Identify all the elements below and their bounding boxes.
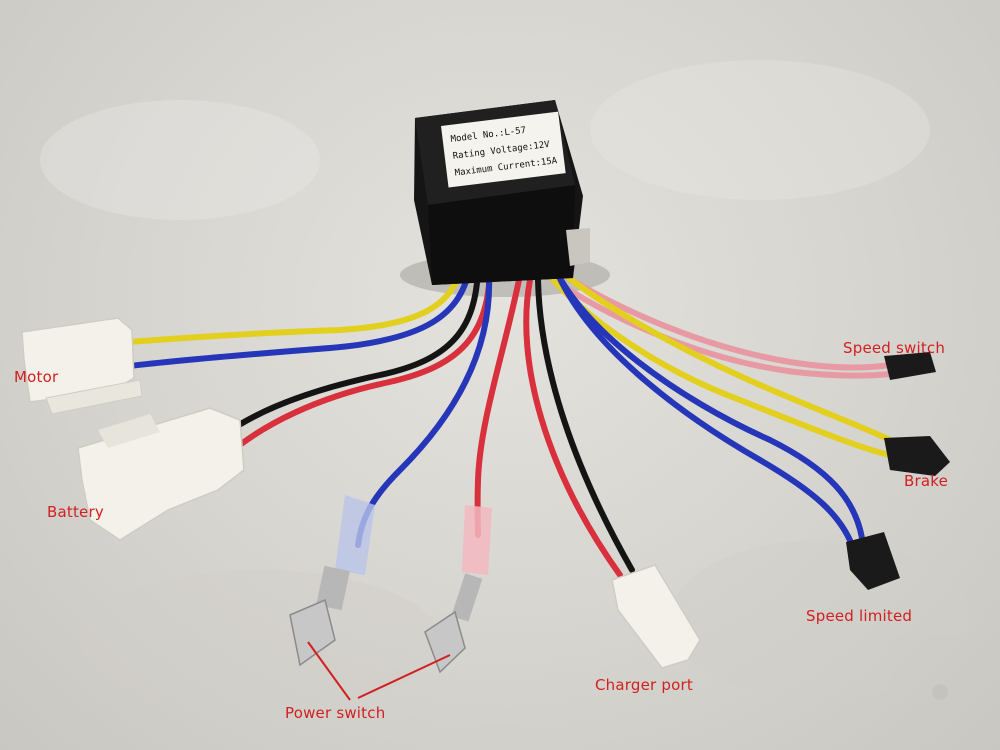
floor-texture — [40, 60, 970, 710]
motor-wire-blue — [127, 262, 473, 369]
wire-bundle — [125, 255, 893, 578]
speed-limited-connector — [846, 532, 900, 590]
charger-wire-black — [535, 277, 635, 573]
charger-connector — [611, 564, 701, 669]
power-switch-callout: Power switch — [285, 704, 386, 722]
brake-connector — [884, 436, 950, 476]
speed-limited-wire-blue-2 — [553, 267, 855, 548]
motor-wire-yellow — [125, 259, 465, 345]
battery-callout: Battery — [47, 503, 104, 521]
battery-wire-red — [233, 267, 493, 451]
speed-switch-wire-pink-2 — [537, 267, 893, 379]
motor-connector — [21, 317, 143, 415]
speed-limited-wire-blue — [549, 259, 865, 541]
speed-switch-connector — [884, 352, 936, 380]
charger-wire-red — [523, 277, 623, 578]
speed-switch-callout: Speed switch — [843, 339, 946, 357]
brake-callout: Brake — [904, 472, 949, 490]
controller-label: Model No.:L-57 Rating Voltage:12V Maximu… — [441, 111, 566, 188]
power-switch-terminal-left — [289, 495, 375, 667]
power-switch-arrows — [307, 641, 451, 701]
battery-wire-black — [225, 265, 481, 435]
battery-connector — [77, 407, 245, 541]
motor-callout: Motor — [14, 368, 59, 386]
arrow-to-right-terminal — [357, 654, 451, 699]
brake-wire-yellow — [542, 255, 893, 443]
speed-limited-callout: Speed limited — [806, 607, 913, 625]
power-wire-blue — [355, 259, 493, 548]
charger-port-callout: Charger port — [595, 676, 693, 694]
power-switch-terminal-right — [424, 505, 492, 674]
controller-box: Model No.:L-57 Rating Voltage:12V Maximu… — [414, 100, 590, 285]
arrow-to-left-terminal — [307, 641, 351, 701]
